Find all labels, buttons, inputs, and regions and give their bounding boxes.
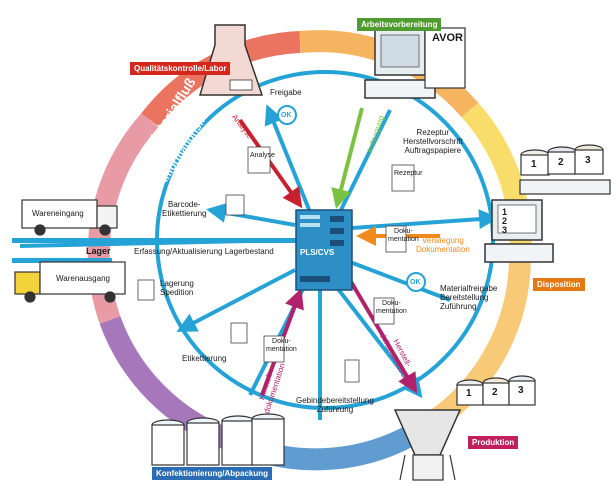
release-label: Freigabe <box>270 88 302 97</box>
doc-doku-left: Doku- mentation <box>266 338 297 353</box>
ok-right-label: OK <box>410 279 421 286</box>
avor-label: AVOR <box>432 32 463 44</box>
station-disposition: Disposition <box>533 278 585 291</box>
ok-stamps <box>277 105 426 292</box>
barcode-label: Barcode- Etikettierung <box>162 200 207 218</box>
bins-lower-right <box>456 375 536 406</box>
bin-number: 3 <box>518 385 524 396</box>
bin-number: 3 <box>585 155 591 166</box>
truck-goods-out <box>14 261 126 303</box>
doc-rezeptur: Rezeptur <box>394 170 423 177</box>
station-production: Produktion <box>468 436 519 449</box>
capture-label: Erfassung/Aktualisierung Lagerbestand <box>134 247 274 256</box>
bins-top-right <box>520 144 604 176</box>
recipe-label: Rezeptur Herstellvorschrift Auftragspapi… <box>403 128 463 155</box>
lab-flask <box>198 24 264 96</box>
disposition-workstation <box>484 179 611 263</box>
bin-number: 2 <box>492 387 498 398</box>
storage-label: Lagerung Spedition <box>160 279 194 297</box>
bin-number: 1 <box>466 388 472 399</box>
doc-analyse: Analyse <box>250 152 275 159</box>
bin-number: 3 <box>502 225 508 235</box>
center-label: PLS/CVS <box>300 248 335 257</box>
warehouse-label: Lager <box>86 246 111 256</box>
bin-number: 1 <box>502 207 508 217</box>
container-supply-label: Gebindebereitstellung Zuführung <box>296 396 374 414</box>
consumption-doc-label: Verwiegung Dokumentation <box>416 236 470 254</box>
goods-out-label: Warenausgang <box>56 274 110 283</box>
doc-doku-right: Doku- mentation <box>388 228 419 243</box>
truck-goods-in <box>21 199 118 236</box>
production-hopper <box>393 409 462 481</box>
station-work-prep: Arbeitsvorbereitung <box>357 18 442 31</box>
station-packaging: Konfektionierung/Abpackung <box>152 467 272 480</box>
doc-doku-bottom: Doku- mentation <box>376 300 407 315</box>
packaging-drums <box>151 413 285 466</box>
labelling-label: Etikettierung <box>182 354 227 363</box>
material-release-label: Materialfreigabe Bereitstellung Zuführun… <box>440 284 498 311</box>
doc-sheets <box>137 146 415 383</box>
station-quality: Qualitätskontrolle/Labor <box>130 62 231 75</box>
bin-number: 2 <box>502 216 508 226</box>
server <box>295 209 353 291</box>
goods-in-label: Wareneingang <box>32 209 84 218</box>
bin-number: 1 <box>531 159 537 170</box>
ok-top-label: OK <box>281 112 292 119</box>
bin-number: 2 <box>558 157 564 168</box>
